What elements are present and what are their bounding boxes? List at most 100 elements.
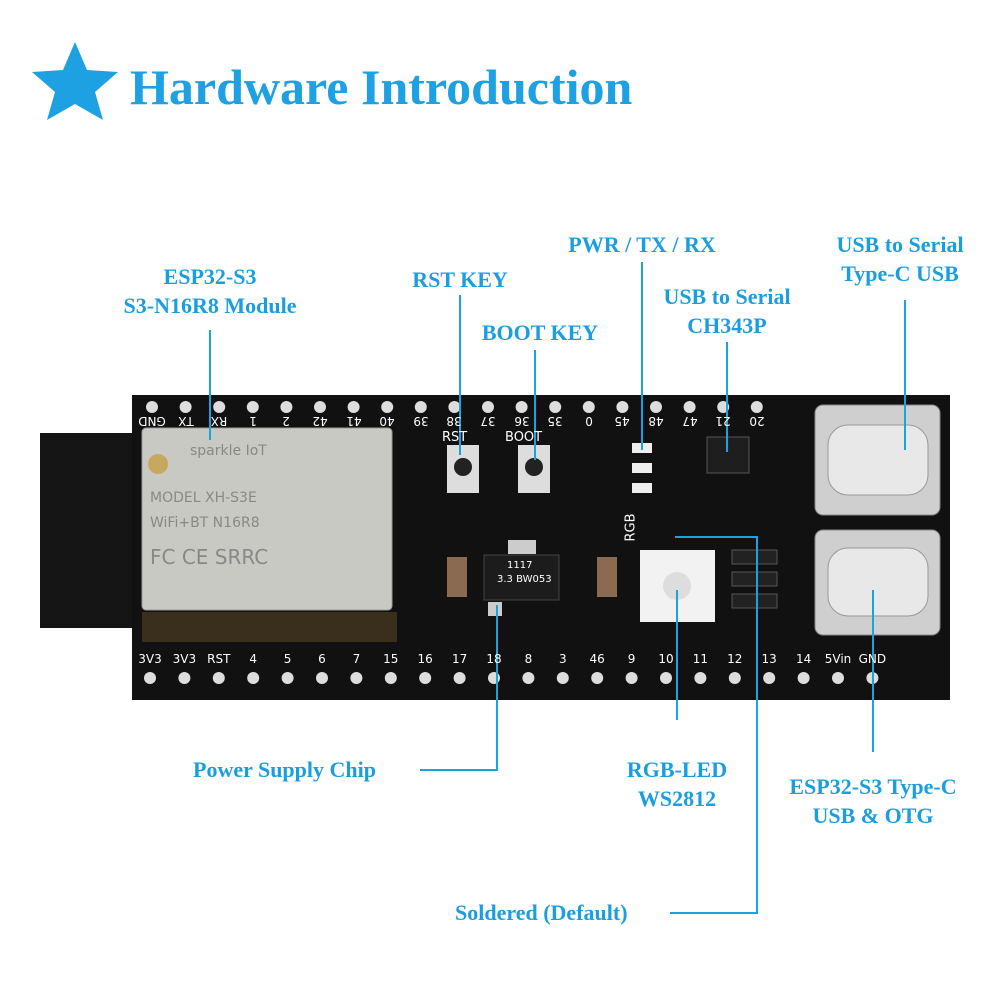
module-model: MODEL XH-S3E — [150, 490, 257, 506]
bottom-pin-label: 14 — [795, 652, 812, 666]
bottom-pin-label: 12 — [727, 652, 743, 666]
pin-hole — [414, 401, 427, 413]
bottom-pin-label: 3V3 — [172, 652, 197, 666]
bottom-pin-label: GND — [858, 652, 887, 666]
top-pin-label: 45 — [614, 414, 631, 428]
top-pin-label: 41 — [345, 414, 362, 428]
pin-hole — [280, 401, 293, 413]
pin-hole — [660, 672, 672, 684]
silk-regulator: 1117 — [507, 560, 533, 571]
bottom-pin-label: 5 — [283, 652, 292, 666]
pin-hole — [453, 672, 466, 684]
label-usb-serial-chip: USB to Serial CH343P — [663, 282, 790, 340]
bottom-pin-label: 11 — [692, 652, 709, 666]
silk-regulator-2: 3.3 BW053 — [497, 574, 552, 585]
module-brand: sparkle IoT — [190, 443, 267, 459]
page-title: Hardware Introduction — [130, 59, 633, 115]
bottom-pin-label: RST — [207, 652, 231, 666]
label-usb-serial-port: USB to Serial Type-C USB — [836, 230, 963, 288]
label-otg-port: ESP32-S3 Type-C USB & OTG — [789, 772, 956, 830]
top-pin-label: TX — [177, 414, 194, 428]
bottom-pin-label: 15 — [383, 652, 399, 666]
label-line: USB to Serial — [663, 284, 791, 309]
pin-hole — [650, 401, 662, 413]
label-module-line2: S3-N16R8 Module — [123, 293, 297, 318]
bottom-pin-label: 18 — [486, 652, 502, 666]
pin-hole — [625, 672, 638, 684]
pin-hole — [246, 401, 259, 413]
label-module-line1: ESP32-S3 — [163, 264, 257, 289]
top-pin-label: RX — [210, 414, 228, 428]
bottom-pin-label: 46 — [589, 652, 605, 666]
bottom-pin-label: 7 — [352, 652, 361, 666]
label-line: WS2812 — [637, 786, 717, 811]
pin-hole — [178, 672, 191, 684]
pin-hole — [797, 672, 810, 684]
star-icon — [32, 42, 118, 120]
tx-led — [632, 463, 652, 473]
antenna — [40, 433, 150, 628]
top-pin-label: 39 — [413, 414, 429, 428]
ufl-connector — [148, 454, 168, 474]
pin-hole — [616, 401, 629, 413]
pin-hole — [247, 672, 260, 684]
esp32-module-shield — [141, 427, 393, 611]
regulator-chip — [483, 554, 560, 601]
bottom-pin-label: 5Vin — [824, 652, 852, 666]
label-line: USB & OTG — [812, 803, 934, 828]
top-pin-label: 37 — [480, 414, 496, 428]
top-pin-label: 47 — [681, 414, 698, 428]
pin-hole — [556, 672, 569, 684]
pin-hole — [763, 672, 776, 684]
bottom-pin-label: 3 — [558, 652, 567, 666]
pin-hole — [515, 401, 528, 413]
module-wifi: WiFi+BT N16R8 — [150, 515, 260, 531]
top-pin-label: 21 — [715, 414, 731, 428]
bottom-pin-label: 13 — [761, 652, 777, 666]
pin-hole — [347, 401, 360, 413]
pin-hole — [419, 672, 432, 684]
top-pin-label: 0 — [584, 414, 593, 428]
pin-hole — [179, 401, 192, 413]
leader-lines — [209, 262, 906, 914]
pin-hole — [728, 672, 741, 684]
pin-hole — [750, 401, 763, 413]
pin-hole — [213, 401, 226, 413]
label-line: USB to Serial — [836, 232, 964, 257]
top-pin-label: 40 — [379, 414, 395, 428]
bottom-pin-label: 3V3 — [138, 652, 162, 666]
silk-rgb: RGB — [623, 513, 639, 542]
pin-hole — [212, 672, 225, 684]
pin-hole — [281, 672, 294, 684]
silk-rst: RST — [442, 430, 468, 445]
top-pin-label: 1 — [248, 414, 257, 428]
top-pin-label: 35 — [547, 414, 563, 428]
bottom-pin-label: 17 — [451, 652, 468, 666]
label-line: ESP32-S3 Type-C — [789, 774, 957, 799]
top-pin-label: GND — [138, 414, 166, 428]
pin-hole — [683, 401, 696, 413]
label-power-chip: Power Supply Chip — [193, 757, 376, 782]
top-pin-label: 36 — [513, 414, 530, 428]
bottom-pin-label: 16 — [417, 652, 433, 666]
bottom-pin-label: 4 — [249, 652, 258, 666]
label-rst-key: RST KEY — [412, 267, 508, 292]
capacitor — [447, 557, 467, 597]
pin-hole — [146, 401, 158, 413]
pin-hole — [582, 401, 595, 413]
label-module: ESP32-S3 S3-N16R8 Module — [124, 262, 297, 320]
top-pin-label: 20 — [749, 414, 765, 428]
label-soldered: Soldered (Default) — [455, 900, 628, 925]
pin-hole — [549, 401, 562, 413]
label-rgb-led: RGB-LED WS2812 — [627, 755, 727, 813]
pin-hole — [488, 672, 500, 684]
pin-hole — [384, 672, 397, 684]
label-line: RGB-LED — [626, 757, 728, 782]
rx-led — [632, 483, 652, 493]
module-castellations — [142, 612, 397, 642]
top-pin-label: 42 — [312, 414, 328, 428]
bottom-pin-label: 6 — [318, 652, 326, 666]
pin-hole — [314, 401, 326, 413]
label-leds: PWR / TX / RX — [568, 232, 716, 257]
pin-hole — [591, 672, 604, 684]
